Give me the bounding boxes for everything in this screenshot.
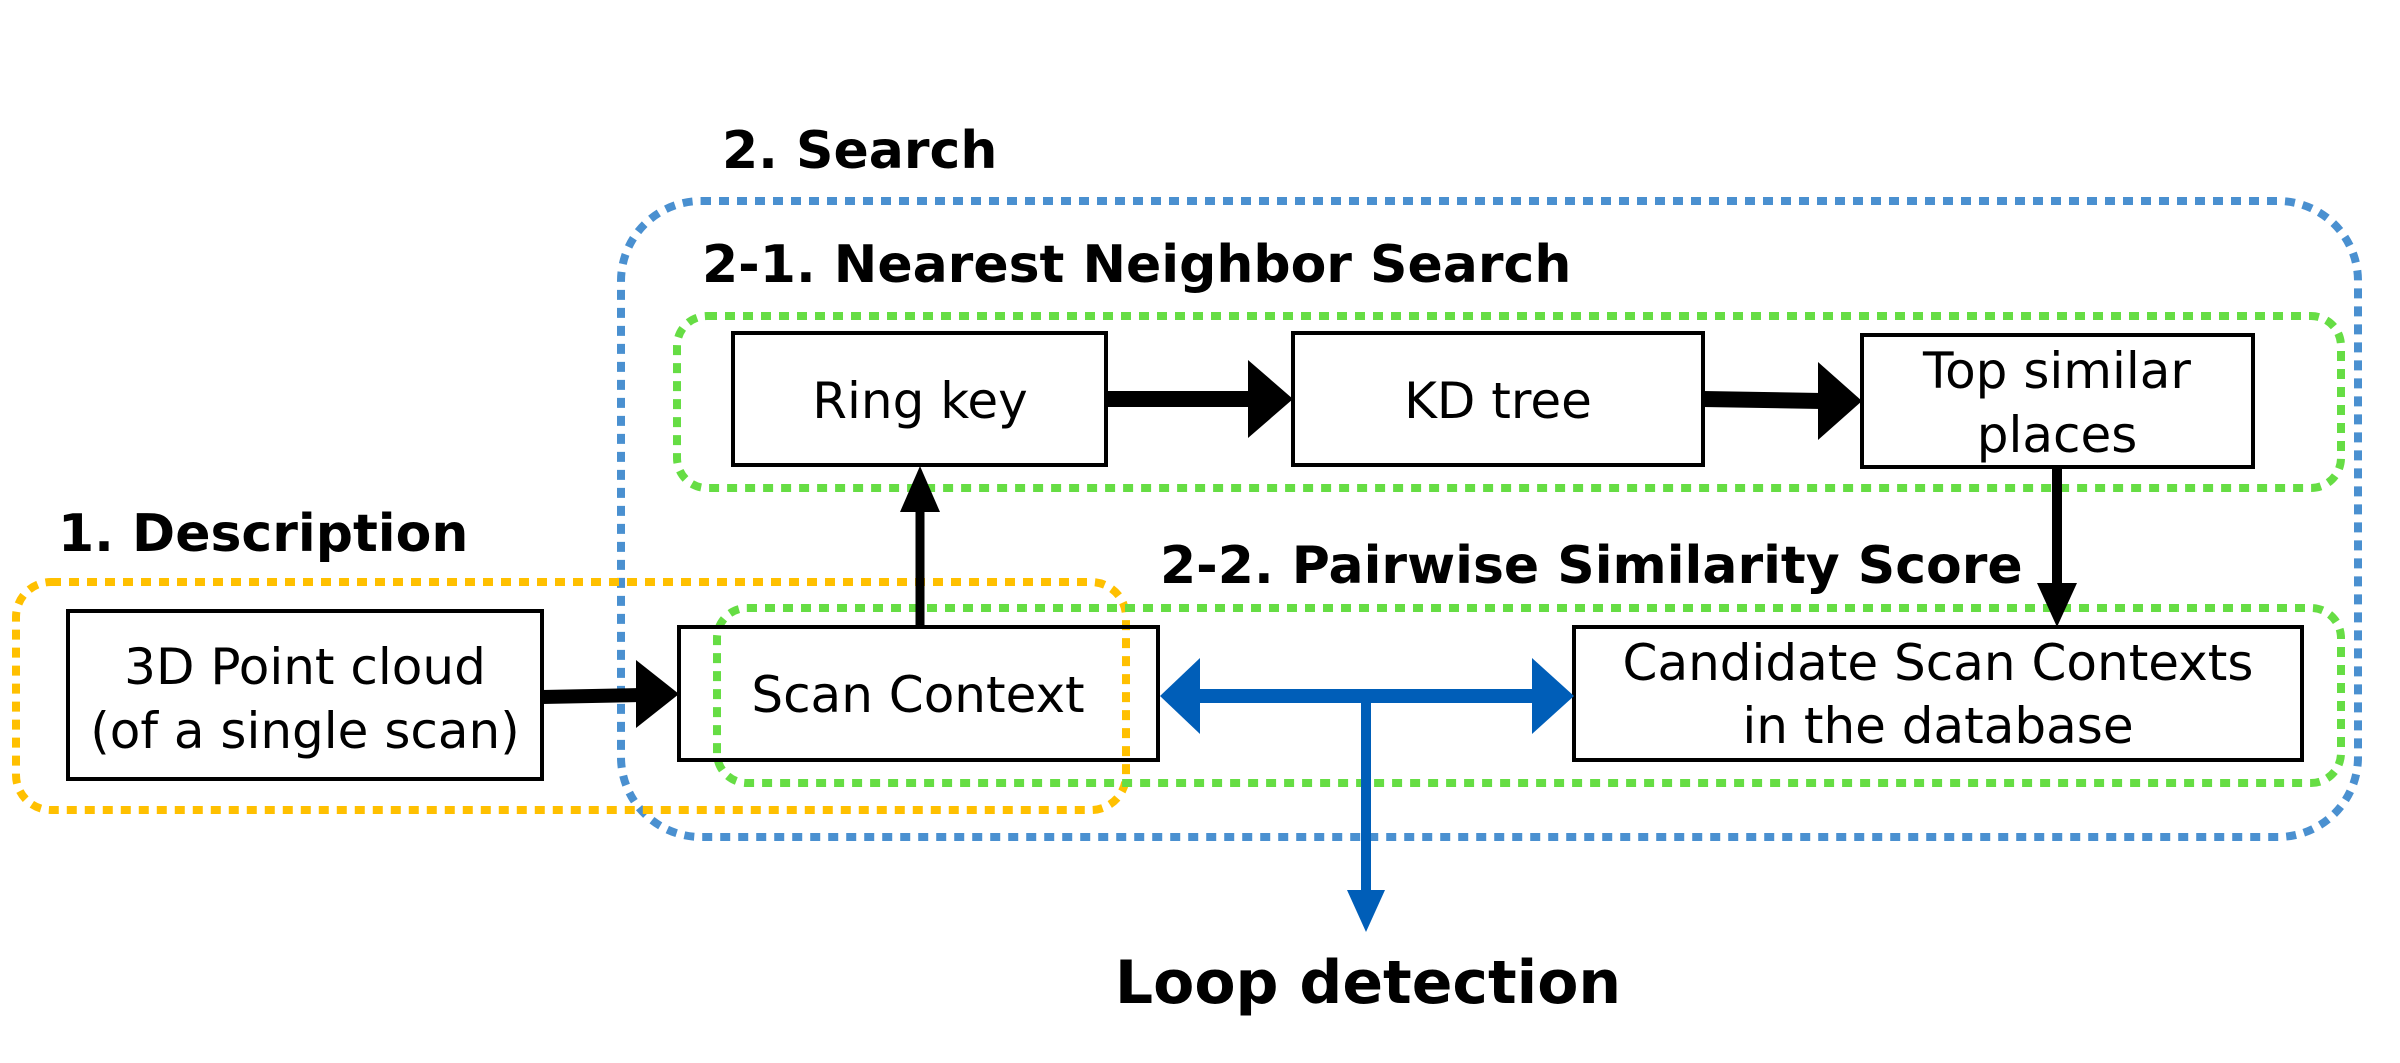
candidates-node: Candidate Scan Contexts in the database [1572, 625, 2304, 762]
search-section-title: 2. Search [722, 121, 997, 181]
top-similar-node: Top similar places [1860, 333, 2255, 469]
top-similar-label-line2: places [1977, 406, 2138, 464]
arrow-pointcloud-to-scancontext [541, 660, 679, 728]
candidates-label-line2: in the database [1742, 697, 2133, 755]
ring-key-label: Ring key [812, 372, 1027, 430]
arrow-ringkey-to-kdtree [1106, 360, 1293, 438]
nn-search-section-box [673, 312, 2345, 492]
description-section-box [12, 578, 1130, 814]
point-cloud-label-line2: (of a single scan) [90, 702, 519, 760]
kd-tree-label: KD tree [1404, 372, 1592, 430]
point-cloud-node: 3D Point cloud (of a single scan) [66, 609, 544, 781]
point-cloud-label-line1: 3D Point cloud [124, 638, 486, 696]
nn-search-section-title: 2-1. Nearest Neighbor Search [702, 235, 1571, 295]
arrow-topsimilar-to-candidates [2037, 467, 2077, 627]
ring-key-node: Ring key [731, 331, 1108, 467]
pairwise-section-title: 2-2. Pairwise Similarity Score [1160, 536, 2023, 596]
scan-context-node: Scan Context [677, 625, 1160, 762]
top-similar-label-line1: Top similar [1922, 342, 2191, 400]
arrow-kdtree-to-topsimilar [1702, 362, 1862, 440]
pairwise-section-box [713, 604, 2345, 787]
scan-context-label: Scan Context [751, 666, 1084, 724]
loop-detection-label: Loop detection [1115, 948, 1621, 1018]
loop-detection-arrow [1347, 696, 1385, 932]
candidates-label-line1: Candidate Scan Contexts [1623, 634, 2254, 692]
arrow-scancontext-to-ringkey [900, 466, 940, 627]
description-section-title: 1. Description [58, 504, 468, 564]
kd-tree-node: KD tree [1291, 331, 1705, 467]
